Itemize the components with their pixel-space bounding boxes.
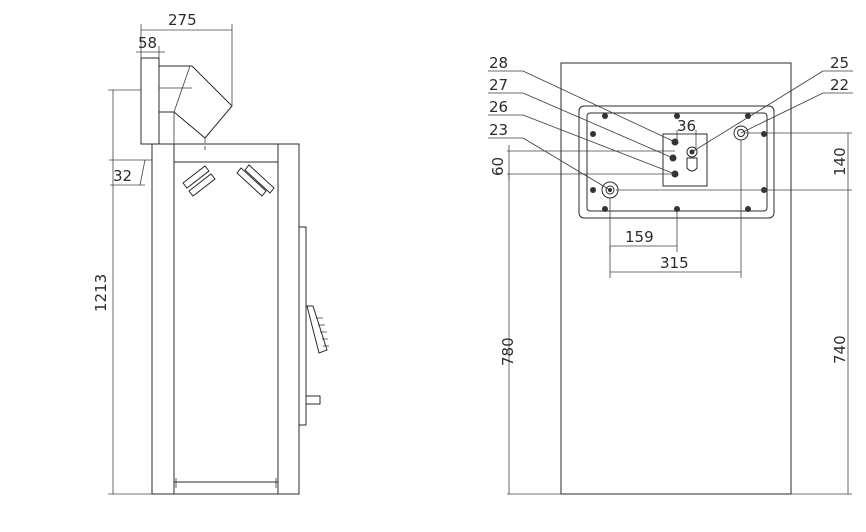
dim-740: 740 [791,190,852,495]
plate-bolts [590,113,767,212]
dim-780: 780 [499,174,561,495]
dim-315-label: 315 [660,254,689,272]
callout-28: 28 [489,54,508,72]
dim-32: 32 [109,159,152,186]
dim-58: 58 [136,34,165,58]
dim-275-label: 275 [168,11,197,29]
flue-pipe-vertical [140,57,160,145]
dim-780-label: 780 [499,337,517,366]
rear-plate-outer [578,105,775,219]
dim-159-label: 159 [625,228,654,246]
callout-25: 25 [830,54,849,72]
dim-159: 159 [609,198,678,252]
callout-26: 26 [489,98,508,116]
flue-pipe [140,57,233,150]
dim-60: 60 [489,145,675,180]
back-view: 28 27 26 23 25 22 36 60 140 [488,54,853,495]
handle-knob [305,395,321,405]
side-view: 275 58 32 1213 [92,11,329,495]
dim-315: 315 [609,140,742,278]
connection-36-port [686,146,698,158]
dim-140: 140 [616,132,852,191]
callout-27: 27 [489,76,508,94]
callout-leaders [488,70,853,191]
connection-panel [662,133,708,187]
callout-23: 23 [489,121,508,139]
dim-36: 36 [676,117,697,148]
dim-32-label: 32 [113,167,132,185]
dim-36-label: 36 [677,117,696,135]
dim-140-label: 140 [831,147,849,176]
dim-1213-label: 1213 [92,274,110,312]
flue-elbow [159,65,233,139]
dim-58-label: 58 [138,34,157,52]
door-frame-edge [298,226,307,426]
dim-1213: 1213 [92,89,152,495]
dim-60-label: 60 [489,157,507,176]
side-door-handle [298,226,329,426]
connection-slot [686,157,698,172]
dim-740-label: 740 [831,335,849,364]
callout-22: 22 [830,76,849,94]
side-vent-slots [182,164,275,197]
back-body-outline [560,62,792,495]
handle-grip [306,305,328,354]
